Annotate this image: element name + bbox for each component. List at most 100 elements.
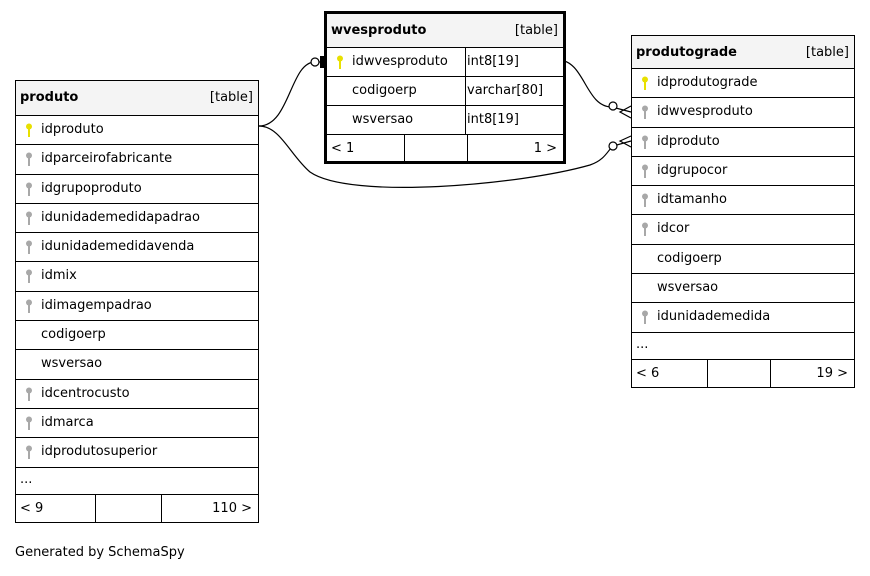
foreign-key-icon	[642, 135, 648, 149]
column-row-codigoerp[interactable]: codigoerp	[632, 245, 854, 275]
generated-by-label: Generated by SchemaSpy	[15, 545, 185, 560]
column-name: idcor	[657, 221, 690, 237]
column-row-idgrupoproduto[interactable]: idgrupoproduto	[16, 175, 258, 204]
column-name: codigoerp	[41, 327, 106, 343]
column-name: idunidademedidapadrao	[41, 209, 200, 225]
more-columns: ...	[632, 333, 854, 360]
column-row-idgrupocor[interactable]: idgrupocor	[632, 157, 854, 187]
column-row-idtamanho[interactable]: idtamanho	[632, 186, 854, 216]
table-header: produto [table]	[16, 81, 258, 116]
foreign-key-icon	[26, 182, 32, 196]
column-name: idprodutosuperior	[41, 444, 158, 460]
column-row-idprodutograde[interactable]: idprodutograde	[632, 69, 854, 99]
column-name: idwvesproduto	[352, 54, 448, 69]
column-name: idunidademedida	[657, 309, 771, 325]
parents-count[interactable]: < 9	[20, 500, 44, 516]
column-name: idprodutograde	[657, 75, 758, 90]
foreign-key-icon	[642, 222, 648, 237]
foreign-key-icon	[642, 164, 648, 178]
relation-one-marker	[320, 56, 324, 68]
column-row-idwvesproduto[interactable]: idwvesproduto	[632, 98, 854, 128]
table-footer: < 1 1 >	[327, 135, 563, 161]
foreign-key-icon	[642, 105, 648, 120]
foreign-key-icon	[26, 211, 32, 225]
column-name: idimagempadrao	[41, 297, 152, 313]
column-row-wsversao[interactable]: wsversao	[632, 274, 854, 304]
parents-count[interactable]: < 1	[331, 141, 355, 156]
table-name[interactable]: wvesproduto	[331, 23, 427, 38]
column-name: wsversao	[657, 280, 719, 296]
relation-optional-marker	[608, 101, 618, 111]
column-row-idproduto[interactable]: idproduto	[632, 128, 854, 157]
column-row-codigoerp[interactable]: codigoerp	[16, 321, 258, 351]
relation-many-marker	[618, 105, 632, 119]
foreign-key-icon	[26, 416, 32, 430]
column-row-idcentrocusto[interactable]: idcentrocusto	[16, 380, 258, 409]
column-row-codigoerp[interactable]: codigoerp varchar[80]	[327, 77, 563, 106]
column-row-idparceirofabricante[interactable]: idparceirofabricante	[16, 145, 258, 175]
column-name: idwvesproduto	[657, 104, 753, 120]
column-name: codigoerp	[352, 83, 417, 98]
children-count[interactable]: 1 >	[533, 141, 557, 156]
spacer-cell	[405, 135, 468, 161]
relation-produto-wvesproduto	[258, 61, 324, 127]
foreign-key-icon	[26, 269, 32, 284]
column-type: int8[19]	[467, 112, 519, 127]
column-name: wsversao	[41, 356, 103, 372]
column-row-wsversao[interactable]: wsversao int8[19]	[327, 106, 563, 135]
table-header: wvesproduto [table]	[327, 14, 563, 48]
parents-count[interactable]: < 6	[636, 365, 660, 381]
more-columns-label: ...	[636, 336, 649, 352]
children-count[interactable]: 110 >	[212, 500, 252, 516]
spacer-cell	[708, 359, 771, 387]
column-row-idprodutosuperior[interactable]: idprodutosuperior	[16, 438, 258, 468]
table-header: produtograde [table]	[632, 36, 854, 69]
column-name: idparceirofabricante	[41, 151, 173, 167]
parents-cell: < 1	[327, 135, 405, 161]
column-name: idmix	[41, 268, 77, 284]
column-row-idmarca[interactable]: idmarca	[16, 409, 258, 439]
column-row-idcor[interactable]: idcor	[632, 215, 854, 245]
column-list: idproduto idparceirofabricante idgrupoprod…	[16, 116, 258, 468]
table-produto[interactable]: produto [table] idproduto idparceirofabri…	[15, 80, 259, 523]
parents-cell: < 6	[632, 359, 708, 387]
children-count[interactable]: 19 >	[816, 365, 848, 381]
foreign-key-icon	[26, 152, 32, 167]
table-name[interactable]: produto	[20, 90, 79, 105]
column-row-idmix[interactable]: idmix	[16, 262, 258, 292]
column-name: idmarca	[41, 414, 94, 430]
spacer-cell	[96, 494, 162, 522]
column-row-idunidademedida[interactable]: idunidademedida	[632, 303, 854, 333]
table-name[interactable]: produtograde	[636, 45, 737, 60]
relation-wvesproduto-produtograde	[557, 59, 632, 113]
table-produtograde[interactable]: produtograde [table] idprodutograde idwve…	[631, 35, 855, 388]
parents-cell: < 9	[16, 494, 96, 522]
column-row-idproduto[interactable]: idproduto	[16, 116, 258, 146]
relation-optional-marker	[310, 57, 320, 67]
column-name-cell: wsversao	[327, 106, 466, 134]
primary-key-icon	[642, 76, 648, 90]
column-row-idimagempadrao[interactable]: idimagempadrao	[16, 292, 258, 322]
relation-many-marker	[618, 135, 632, 148]
table-kind: [table]	[514, 23, 558, 38]
column-row-idunidademedidavenda[interactable]: idunidademedidavenda	[16, 233, 258, 263]
column-type: varchar[80]	[467, 83, 544, 98]
column-name: wsversao	[352, 112, 414, 127]
foreign-key-icon	[26, 445, 32, 460]
table-kind: [table]	[209, 90, 253, 105]
column-name: idtamanho	[657, 192, 727, 208]
column-name: idproduto	[41, 122, 104, 137]
column-row-wsversao[interactable]: wsversao	[16, 350, 258, 380]
relation-produto-produtograde	[258, 125, 632, 188]
more-columns-label: ...	[20, 471, 33, 487]
table-footer: < 6 19 >	[632, 359, 854, 387]
column-name: codigoerp	[657, 250, 722, 266]
column-name: idcentrocusto	[41, 385, 130, 401]
more-columns: ...	[16, 468, 258, 495]
column-row-idunidademedidapadrao[interactable]: idunidademedidapadrao	[16, 204, 258, 234]
